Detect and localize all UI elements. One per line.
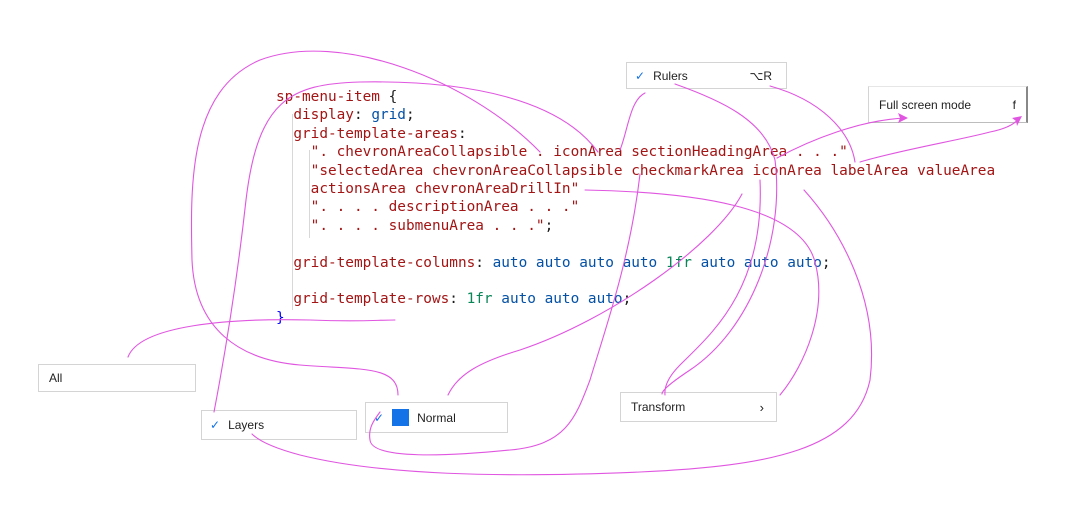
menu-item-transform[interactable]: Transform ›	[620, 392, 777, 422]
chevron-right-icon: ›	[759, 399, 764, 415]
area-line-5: ". . . . submenuArea . . ."	[310, 217, 545, 234]
menu-item-label: Transform	[631, 400, 686, 414]
areas-property: grid-template-areas	[293, 125, 458, 142]
connector-line	[619, 92, 646, 151]
connector-line	[127, 319, 396, 358]
css-selector: sp-menu-item	[276, 89, 380, 105]
columns-property: grid-template-columns	[293, 254, 476, 271]
menu-item-label: Rulers	[653, 68, 688, 83]
menu-item-label: Full screen mode	[879, 97, 972, 112]
menu-item-rulers[interactable]: ✓ Rulers ⌥R	[626, 62, 787, 89]
connector-line	[251, 189, 873, 476]
connector-line	[213, 81, 599, 413]
menu-item-label: Normal	[417, 410, 456, 425]
keyboard-shortcut: f	[1012, 97, 1016, 112]
open-brace: {	[379, 89, 398, 105]
css-code-block: sp-menu-item { display: grid; grid-templ…	[276, 89, 996, 326]
menu-item-layers[interactable]: ✓ Layers	[201, 410, 357, 440]
columns-values-a: auto auto auto auto	[492, 254, 658, 271]
checkmark-icon: ✓	[210, 418, 221, 432]
close-brace: }	[276, 309, 285, 326]
indent-guide	[292, 114, 293, 310]
checkmark-icon: ✓	[635, 68, 646, 83]
area-line-1: ". chevronAreaCollapsible . iconArea sec…	[310, 144, 848, 161]
connector-line	[661, 83, 778, 395]
keyboard-shortcut: ⌥R	[749, 68, 773, 83]
menu-item-all[interactable]: All	[38, 364, 196, 392]
connector-line	[190, 50, 541, 396]
area-line-3: actionsArea chevronAreaDrillIn"	[310, 180, 580, 197]
connector-line	[584, 189, 820, 396]
rows-fr: 1fr	[466, 291, 493, 308]
indent-guide	[309, 150, 310, 238]
rows-values: auto auto auto	[501, 291, 623, 308]
connector-line	[447, 193, 743, 396]
checkmark-icon: ✓	[374, 410, 385, 425]
connector-line	[769, 85, 856, 163]
connector-line	[859, 117, 1021, 163]
display-property: display	[293, 107, 354, 124]
menu-item-label: Layers	[228, 418, 265, 432]
connector-line	[369, 173, 641, 456]
area-line-4: ". . . . descriptionArea . . ."	[310, 199, 580, 216]
connector-line	[776, 117, 907, 159]
columns-values-b: auto auto auto	[700, 254, 822, 271]
area-line-2: "selectedArea chevronAreaCollapsible che…	[310, 162, 996, 179]
menu-item-label: All	[49, 371, 63, 385]
connector-line	[664, 179, 761, 396]
rows-property: grid-template-rows	[293, 291, 450, 308]
display-value: grid	[371, 107, 406, 124]
color-swatch	[392, 409, 410, 426]
menu-item-normal[interactable]: ✓ Normal	[365, 402, 508, 433]
menu-item-full-screen-mode[interactable]: Full screen mode f	[868, 86, 1028, 123]
